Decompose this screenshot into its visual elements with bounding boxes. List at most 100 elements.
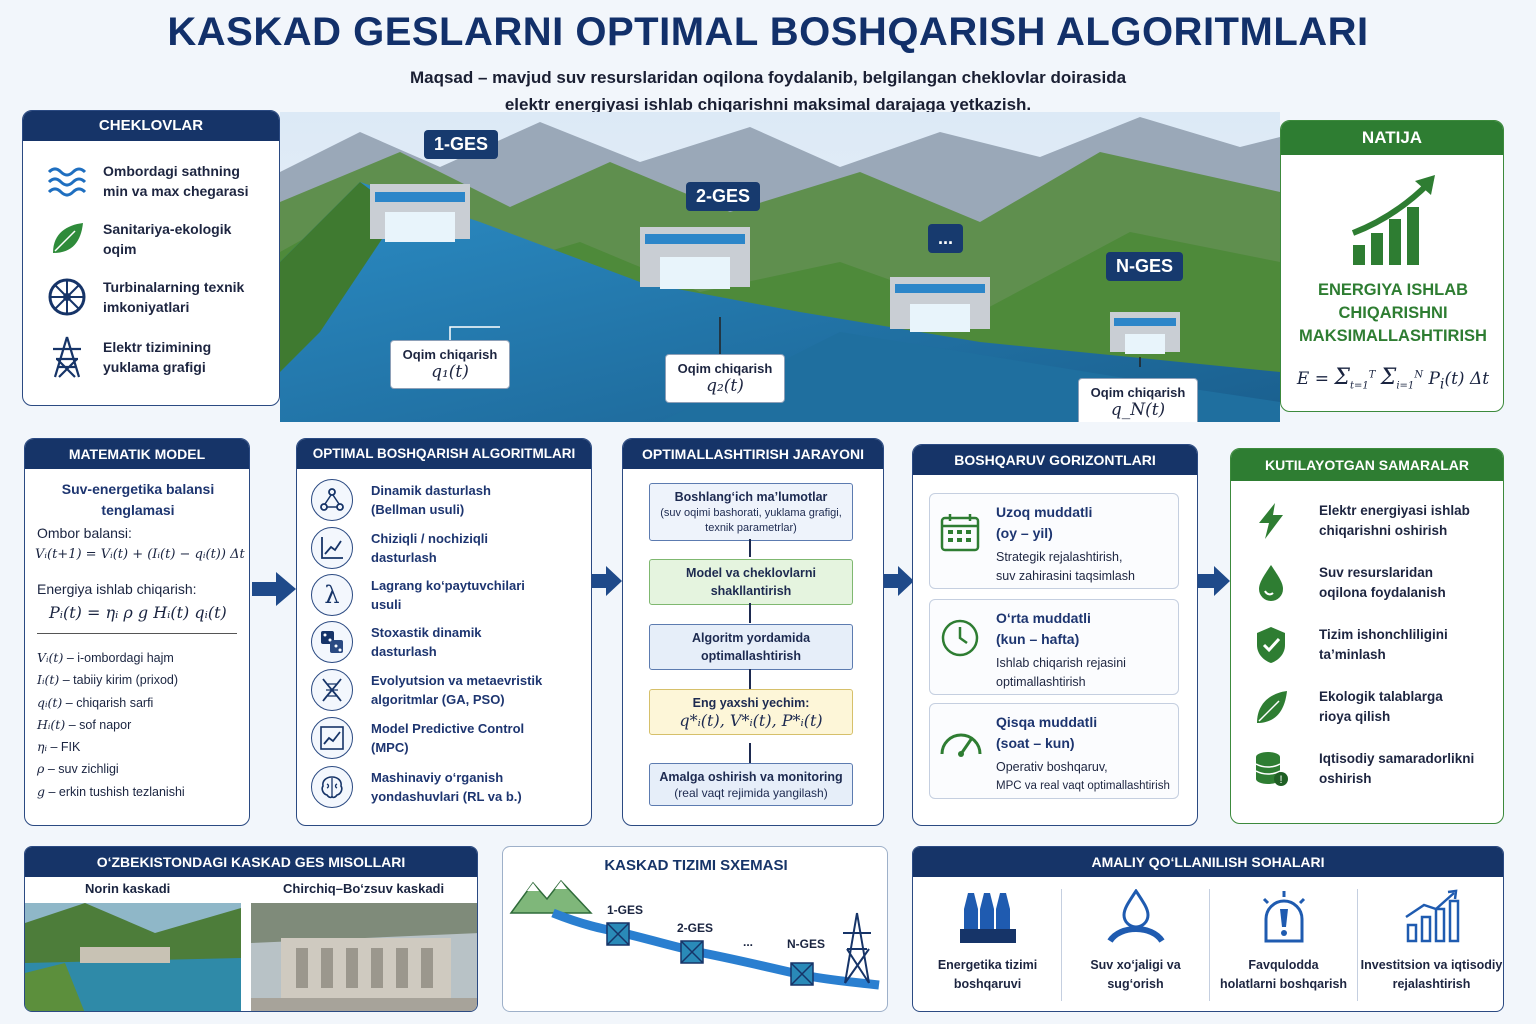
network-icon [320, 488, 344, 511]
algorithms-card: OPTIMAL BOSHQARISH ALGORITMLARI Dinamik … [296, 438, 592, 826]
math-subtitle-1: Suv-energetika balansi [61, 481, 215, 497]
result-line2: CHIQARISHNI [1338, 304, 1448, 322]
mpc-chart-icon [320, 726, 344, 750]
math-subtitle-2: tenglamasi [101, 502, 175, 518]
algorithm-6-line2: (MPC) [371, 740, 409, 755]
legend-row: qᵢ(t) – chiqarish sarfi [37, 694, 154, 710]
algorithm-2-line2: dasturlash [371, 550, 437, 565]
flow-box-n: Oqim chiqarish q_N(t) [1078, 378, 1198, 422]
algorithm-1-line2: (Bellman usuli) [371, 502, 465, 517]
constraint-1-line1: Ombordagi sathning [103, 163, 240, 179]
horizon-3-title: Qisqa muddatli [996, 714, 1098, 730]
algorithm-item: Chiziqli / nochiziqli dasturlash [311, 527, 561, 569]
legend-row: g – erkin tushish tezlanishi [37, 783, 185, 799]
horizon-3-desc1: Operativ boshqaruv, [996, 760, 1108, 774]
scheme-gesN: N-GES [787, 937, 826, 951]
benefit-4-line2: rioya qilish [1319, 709, 1391, 724]
algorithm-3-line1: Lagrang ko‘paytuvchilari [371, 578, 525, 593]
algorithm-3-line2: usuli [371, 597, 402, 612]
scheme-card: KASKAD TIZIMI SXEMASI 1-GES 2-GES ... N-… [502, 846, 888, 1012]
lightning-icon [1259, 503, 1283, 539]
ges-n-label: N-GES [1106, 252, 1184, 281]
example-right-label: Chirchiq–Bo‘zsuv kaskadi [283, 881, 445, 896]
norin-cascade-photo [25, 903, 241, 1011]
growth-chart-icon [1404, 889, 1459, 943]
application-1-line2: boshqaruvi [953, 977, 1022, 991]
coins-icon: ! [1255, 752, 1288, 786]
algorithm-4-line2: dasturlash [371, 644, 437, 659]
constraint-3-line1: Turbinalarning texnik [103, 279, 245, 295]
application-item: Energetika tizimi boshqaruvi [915, 889, 1060, 994]
algorithm-7-line2: yondashuvlari (RL va b.) [371, 789, 522, 804]
algorithm-2-line1: Chiziqli / nochiziqli [371, 531, 488, 546]
calendar-icon [940, 514, 980, 552]
dna-icon [322, 678, 342, 702]
scheme-dam-icon [606, 922, 630, 946]
process-card: OPTIMALLASHTIRISH JARAYONI Boshlang‘ich … [622, 438, 884, 826]
scheme-ges2: 2-GES [677, 921, 714, 935]
irrigation-icon [1106, 888, 1165, 943]
growth-chart-icon [1351, 175, 1435, 265]
water-drop-icon [1259, 565, 1283, 601]
divider [37, 633, 237, 634]
leaf-icon [1257, 691, 1287, 723]
horizon-3-range: (soat – kun) [996, 735, 1075, 751]
lambda-icon: λ [324, 581, 340, 609]
step1-title: Boshlang‘ich ma’lumotlar [674, 490, 828, 504]
dam-n [1110, 312, 1180, 354]
water-waves-icon [47, 167, 87, 197]
horizon-1-desc2: suv zahirasini taqsimlash [996, 569, 1135, 583]
flow-var-2: q₂(t) [706, 376, 744, 396]
constraint-1-line2: min va max chegarasi [103, 183, 249, 199]
scheme-dam-icon [790, 962, 814, 986]
algorithm-7-line1: Mashinaviy o‘rganish [371, 770, 504, 785]
benefit-2-line2: oqilona foydalanish [1319, 585, 1446, 600]
horizon-3-desc2: MPC va real vaqt optimallashtirish [996, 780, 1170, 792]
legend-row: ηᵢ – FIK [37, 739, 81, 755]
flow-label-1: Oqim chiqarish [402, 347, 498, 362]
scheme-ges1: 1-GES [607, 903, 644, 917]
energy-label: Energiya ishlab chiqarish: [37, 581, 197, 597]
application-4-line2: rejalashtirish [1392, 977, 1471, 991]
brain-icon [321, 776, 343, 799]
benefits-card: KUTILAYOTGAN SAMARALAR Elektr energiyasi… [1230, 448, 1504, 824]
dam-3 [890, 277, 990, 332]
math-model-subtitle: Suv-energetika balansi tenglamasi [25, 479, 249, 521]
horizon-2-title: O‘rta muddatli [996, 610, 1091, 626]
page-title: KASKAD GESLARNI OPTIMAL BOSHQARISH ALGOR… [167, 10, 1369, 54]
constraint-4-line2: yuklama grafigi [103, 359, 206, 375]
algorithm-5-line1: Evolyutsion va metaevristik [371, 673, 543, 688]
process-step-4: Eng yaxshi yechim: q*ᵢ(t), V*ᵢ(t), P*ᵢ(t… [649, 689, 853, 735]
arrow-right-icon [252, 572, 296, 606]
examples-card: O‘ZBEKISTONDAGI KASKAD GES MISOLLARI Nor… [24, 846, 478, 1012]
result-title: NATIJA [1281, 121, 1503, 155]
constraint-item: Ombordagi sathning min va max chegarasi [47, 161, 249, 201]
algorithm-item: Mashinaviy o‘rganish yondashuvlari (RL va… [311, 766, 561, 808]
step4-formula: q*ᵢ(t), V*ᵢ(t), P*ᵢ(t) [679, 711, 823, 730]
applications-card: AMALIY QO‘LLANILISH SOHALARI Energetika … [912, 846, 1504, 1012]
clock-icon [941, 619, 979, 657]
arrow-down-icon [749, 603, 751, 623]
scheme-dam-icon [680, 940, 704, 964]
arrow-down-icon [749, 539, 751, 557]
application-2-line2: sug‘orish [1107, 977, 1164, 991]
ges-dots-label: ... [928, 224, 964, 253]
power-plant-icon [959, 893, 1016, 943]
scheme-title: KASKAD TIZIMI SXEMASI [604, 857, 788, 874]
horizon-2-range: (kun – hafta) [996, 631, 1080, 647]
result-formula: E = Σt=1T Σi=1N Pi(t) Δt [1296, 365, 1490, 393]
landscape-svg [280, 112, 1280, 422]
result-text: ENERGIYA ISHLAB CHIQARISHNI MAKSIMALLASH… [1281, 279, 1503, 348]
flow-label-2: Oqim chiqarish [677, 361, 773, 376]
svg-text:!: ! [1279, 774, 1282, 786]
subtitle-line-2: elektr energiyasi ishlab chiqarishni mak… [504, 95, 1032, 114]
cascade-landscape-illustration: 1-GES 2-GES ... N-GES Oqim chiqarish q₁(… [280, 112, 1280, 422]
math-model-card: MATEMATIK MODEL Suv-energetika balansi t… [24, 438, 250, 826]
application-1-line1: Energetika tizimi [937, 958, 1038, 972]
dam-1 [370, 184, 470, 242]
